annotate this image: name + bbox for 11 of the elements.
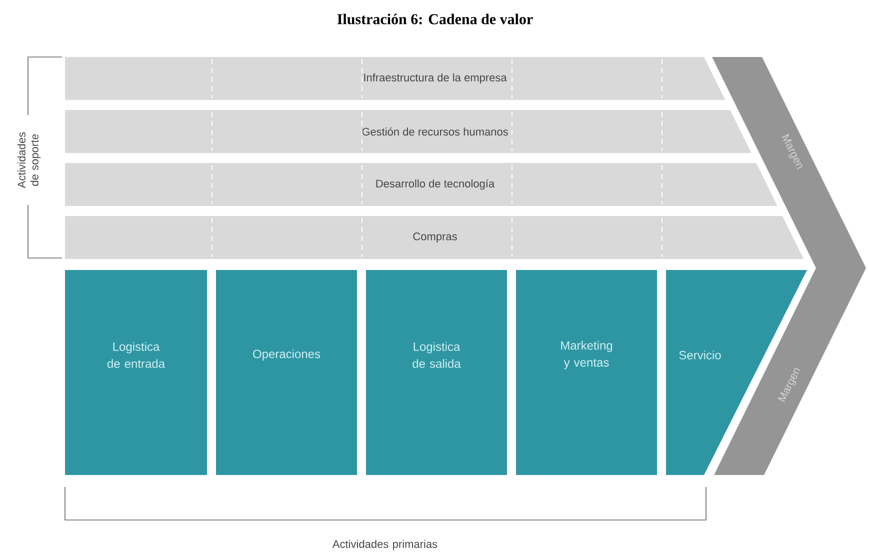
support-activity-bar: Compras bbox=[65, 216, 804, 259]
primary-activity-box: Operaciones bbox=[216, 270, 357, 475]
group-label: Actividades primarias bbox=[332, 540, 438, 550]
title: Ilustración 6: Cadena de valor bbox=[337, 14, 533, 24]
support-activity-bar: Desarrollo de tecnología bbox=[65, 163, 778, 206]
primary-activity-box: Logistica de entrada bbox=[65, 270, 207, 475]
support-activity-bar: Gestión de recursos humanos bbox=[65, 110, 752, 153]
primary-activity-box: Marketing y ventas bbox=[516, 270, 657, 475]
group-label: Actividades de soporte bbox=[17, 132, 41, 188]
primary-activity-box: Logistica de salida bbox=[366, 270, 507, 475]
support-activity-bar: Infraestructura de la empresa bbox=[65, 57, 726, 100]
